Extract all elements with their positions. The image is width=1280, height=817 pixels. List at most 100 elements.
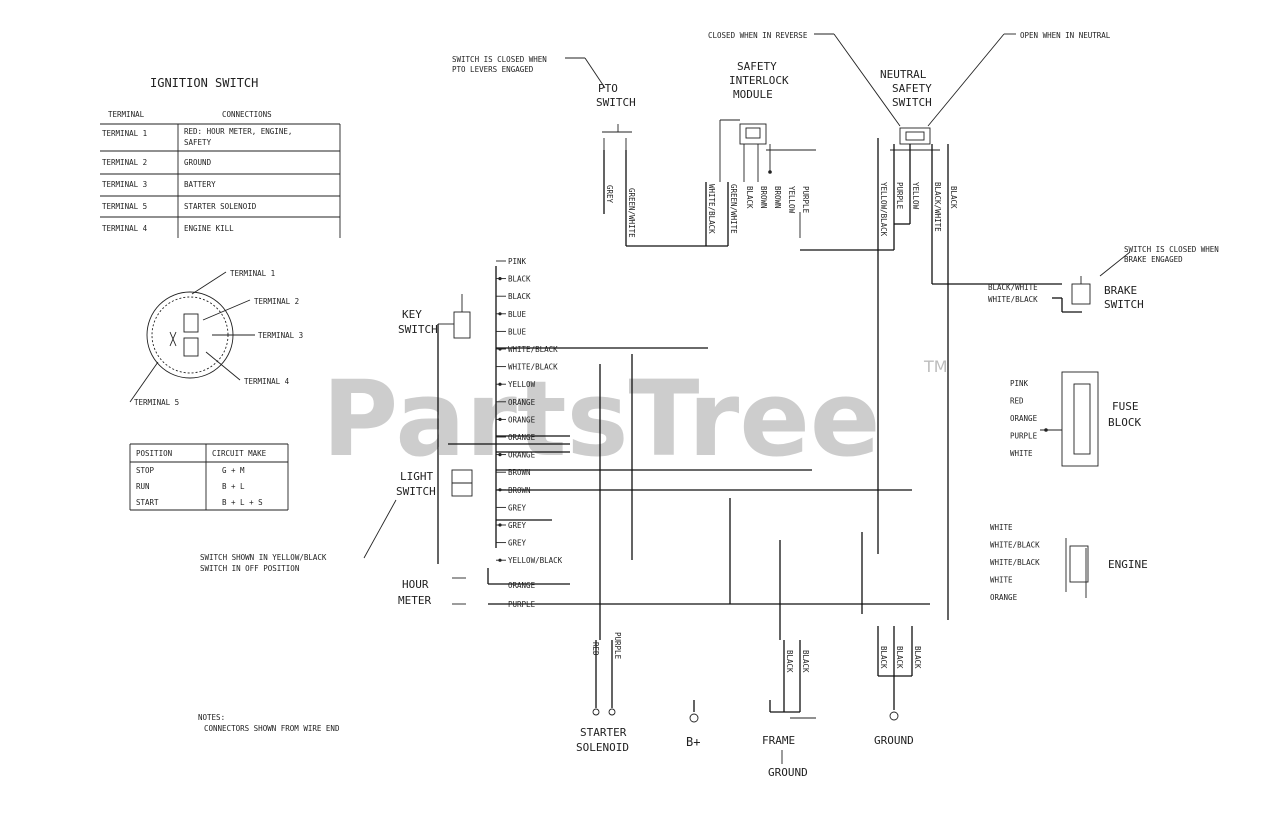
position-value: START [136,498,159,507]
ignition-row-terminal: TERMINAL 1 [102,129,147,138]
notes-body: CONNECTORS SHOWN FROM WIRE END [204,724,340,733]
wire-label: BLUE [508,310,527,319]
light-note-2: SWITCH IN OFF POSITION [200,564,299,573]
light-switch-label-2: SWITCH [396,485,436,498]
wire-junction [498,382,502,386]
wire-label: BROWN [773,186,782,209]
watermark-brand: PartsTree [322,358,880,480]
wire-label: BLACK [508,275,531,284]
circuit-value: B + L [222,482,245,491]
module-label-2: INTERLOCK [729,74,789,87]
ignition-header-connections: CONNECTIONS [222,110,272,119]
ignition-switch-symbol: TERMINAL 1 TERMINAL 2 TERMINAL 3 TERMINA… [129,269,303,407]
wire-label: RED [591,642,600,656]
neutral-safety-switch: NEUTRAL SAFETY SWITCH YELLOW/BLACK PURPL… [800,68,958,620]
battery-positive: B+ [686,700,700,749]
ignition-switch-title: IGNITION SWITCH [150,76,258,90]
wire-junction [498,347,502,351]
wire-junction [498,523,502,527]
wire-label: BROWN [508,486,531,495]
wire-label: BLACK [913,646,922,669]
safety-interlock-module: SAFETY INTERLOCK MODULE WHITE/BLACK GREE… [626,60,816,247]
wire-label: WHITE [1010,449,1033,458]
terminal-label: TERMINAL 2 [254,297,299,306]
wire-label: ORANGE [508,415,536,424]
wire-label: BLACK [745,186,754,209]
wire-label: ORANGE [508,433,536,442]
terminal-label: TERMINAL 1 [230,269,275,278]
notes-title: NOTES: [198,713,225,722]
wire-junction [498,488,502,492]
ignition-row-connection-line2: SAFETY [184,138,212,147]
wire-label: BLUE [508,327,527,336]
ignition-header-terminal: TERMINAL [108,110,145,119]
wire-label: WHITE [990,576,1013,585]
engine-label: ENGINE [1108,558,1148,571]
pto-annotation: SWITCH IS CLOSED WHEN PTO LEVERS ENGAGED [452,55,606,89]
circuit-header: CIRCUIT MAKE [212,449,267,458]
key-switch-label: KEY [402,308,422,321]
hour-meter-label-2: METER [398,594,431,607]
wire-label: WHITE/BLACK [990,541,1040,550]
wire-label: GREEN/WHITE [627,188,636,238]
engine-ground: BLACK BLACK BLACK GROUND [874,626,922,747]
ignition-row-terminal: TERMINAL 5 [102,202,147,211]
wire-label: PURPLE [613,632,622,660]
frame-ground: BLACK BLACK FRAME GROUND [762,640,816,779]
light-switch: SWITCH SHOWN IN YELLOW/BLACK SWITCH IN O… [200,443,570,573]
neutral-annotations: CLOSED WHEN IN REVERSE OPEN WHEN IN NEUT… [708,31,1111,127]
wire-label: PINK [508,257,527,266]
wire-label: ORANGE [508,581,536,590]
neutral-note: OPEN WHEN IN NEUTRAL [1020,31,1111,40]
wire-label: PURPLE [1010,432,1038,441]
key-switch-label-2: SWITCH [398,323,438,336]
ignition-row-connection: RED: HOUR METER, ENGINE, [184,127,292,136]
wire-label: WHITE/BLACK [988,295,1038,304]
wire-junction [498,277,502,281]
watermark-trademark: TM [923,357,948,376]
module-label-3: MODULE [733,88,773,101]
engine: ENGINE [1065,538,1148,598]
wire-label: BLACK/WHITE [933,182,942,232]
wire-label: ORANGE [508,451,536,460]
hour-meter: HOUR METER ORANGE PURPLE [398,568,930,609]
ignition-row-terminal: TERMINAL 2 [102,158,147,167]
brake-label: BRAKE [1104,284,1137,297]
notes: NOTES: CONNECTORS SHOWN FROM WIRE END [198,713,340,733]
wire-label: PURPLE [895,182,904,210]
fuse-block-label: FUSE [1112,400,1139,413]
ignition-row-connection: ENGINE KILL [184,224,234,233]
wire-label: YELLOW/BLACK [508,556,563,565]
neutral-label-3: SWITCH [892,96,932,109]
wire-label: ORANGE [508,398,536,407]
ignition-row-terminal: TERMINAL 3 [102,180,147,189]
wire-label: YELLOW/BLACK [879,182,888,237]
wire-junction [498,312,502,316]
hour-meter-label: HOUR [402,578,429,591]
position-table: POSITION CIRCUIT MAKE STOP G + M RUN B +… [129,443,289,511]
wire-label: BLACK [949,186,958,209]
neutral-label-2: SAFETY [892,82,932,95]
wire-label: RED [1010,397,1024,406]
wire-label: BLACK [801,650,810,673]
pto-switch: PTO SWITCH GREY GREEN/WHITE [596,82,636,246]
key-switch: KEY SWITCH [398,294,471,564]
wire-label: YELLOW [787,186,796,214]
ignition-switch-table: IGNITION SWITCH TERMINAL CONNECTIONS TER… [100,76,341,238]
light-note: SWITCH SHOWN IN YELLOW/BLACK [200,553,327,562]
position-header: POSITION [136,449,172,458]
wire-junction [498,558,502,562]
harness-runs [496,347,912,640]
wire-label: WHITE/BLACK [508,363,558,372]
wire-label: BLACK [895,646,904,669]
ignition-row-connection: STARTER SOLENOID [184,202,257,211]
wire-label: BLACK [785,650,794,673]
brake-switch: SWITCH IS CLOSED WHEN BRAKE ENGAGED BLAC… [932,245,1219,313]
terminal-label: TERMINAL 4 [244,377,290,386]
pto-closed-note-2: PTO LEVERS ENGAGED [452,65,534,74]
wire-label: WHITE [990,523,1013,532]
wire-label: BLACK [508,292,531,301]
wire-junction [498,417,502,421]
